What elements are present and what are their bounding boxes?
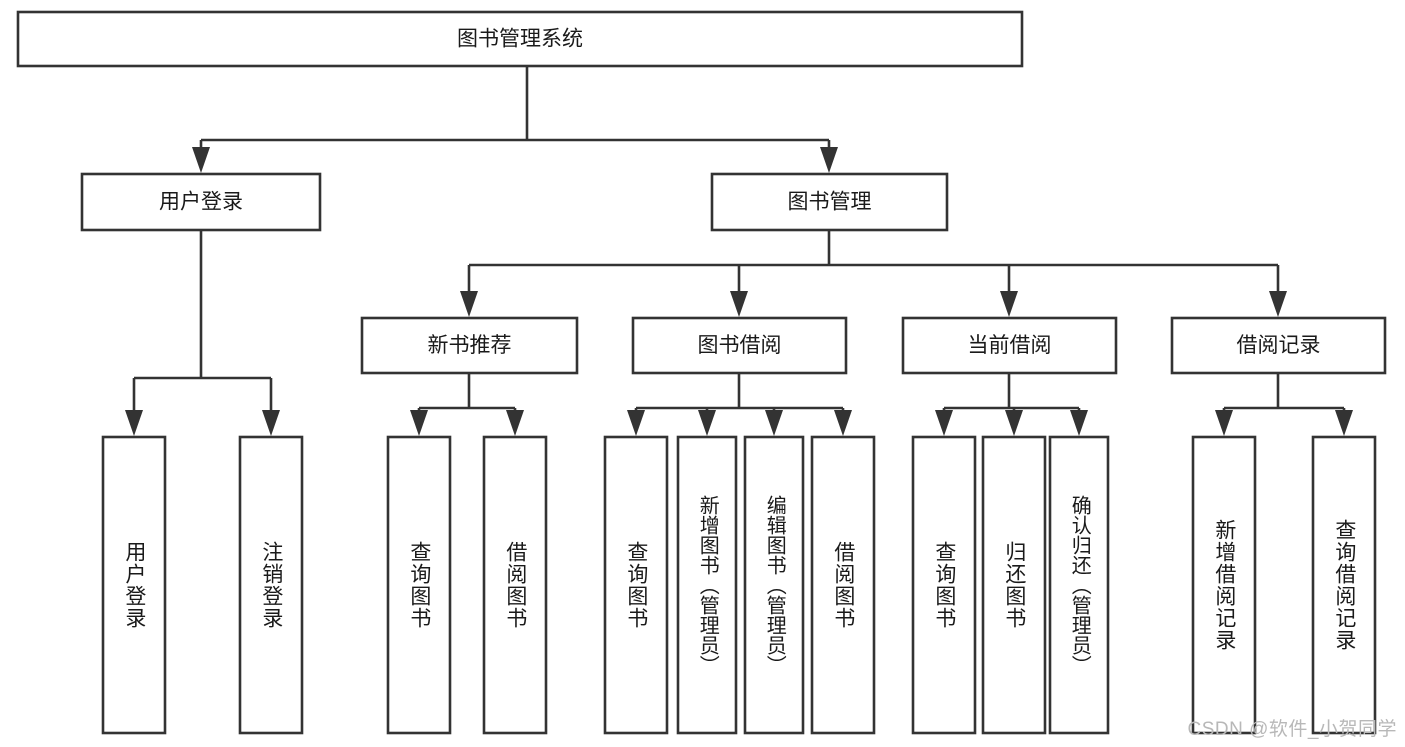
connector-currentborrow-to-leaves	[935, 373, 1088, 436]
node-box-leaf-user-login[interactable]	[101, 435, 167, 735]
connector-newbook-to-leaves	[410, 373, 524, 436]
node-box-current-borrow[interactable]	[901, 316, 1118, 375]
node-box-book-management[interactable]	[710, 172, 949, 232]
node-label-user-login: 用户登录	[159, 191, 243, 214]
node-box-leaf-query-book-borrow[interactable]	[603, 435, 669, 735]
node-box-leaf-add-borrow-record[interactable]	[1191, 435, 1257, 735]
node-box-leaf-borrow-book[interactable]	[810, 435, 876, 735]
node-label-root: 图书管理系统	[457, 28, 583, 51]
node-box-book-borrow[interactable]	[631, 316, 848, 375]
node-box-leaf-logout[interactable]	[238, 435, 304, 735]
node-label-book-management: 图书管理	[788, 191, 872, 214]
connector-bookborrow-to-leaves	[627, 373, 852, 436]
node-box-leaf-borrow-book-rec[interactable]	[482, 435, 548, 735]
connector-bookmgmt-to-level2	[460, 230, 1287, 317]
node-box-leaf-query-borrow-record[interactable]	[1311, 435, 1377, 735]
csdn-watermark: CSDN @软件_小贺同学	[1187, 719, 1397, 740]
node-label-current-borrow: 当前借阅	[968, 334, 1052, 357]
node-box-leaf-query-book-current[interactable]	[911, 435, 977, 735]
node-box-leaf-edit-book-admin[interactable]	[743, 435, 805, 735]
connector-root-to-level1	[192, 66, 838, 173]
node-boxes-layer	[16, 10, 1387, 735]
node-box-new-book-recommend[interactable]	[360, 316, 579, 375]
node-label-new-book-recommend: 新书推荐	[428, 334, 512, 357]
node-box-leaf-query-book-rec[interactable]	[386, 435, 452, 735]
connectors-layer	[125, 66, 1353, 436]
node-box-leaf-return-book[interactable]	[981, 435, 1047, 735]
node-box-borrow-record[interactable]	[1170, 316, 1387, 375]
node-box-leaf-add-book-admin[interactable]	[676, 435, 738, 735]
node-label-borrow-record: 借阅记录	[1237, 334, 1321, 357]
node-box-user-login[interactable]	[80, 172, 322, 232]
connector-userlogin-to-leaves	[125, 230, 280, 436]
node-label-book-borrow: 图书借阅	[698, 334, 782, 357]
node-box-root[interactable]	[16, 10, 1024, 68]
connector-borrowrecord-to-leaves	[1215, 373, 1353, 436]
node-box-leaf-confirm-return-admin[interactable]	[1048, 435, 1110, 735]
